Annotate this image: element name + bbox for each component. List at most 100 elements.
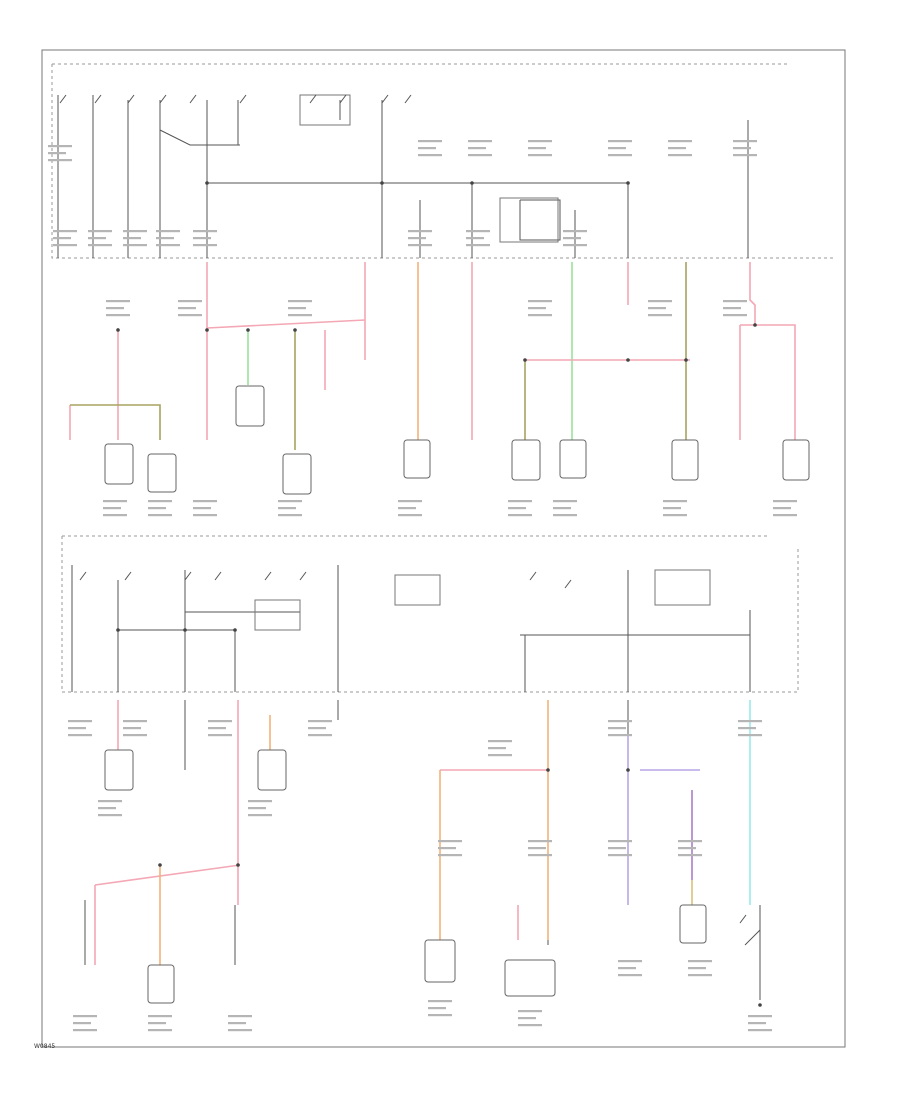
splice-dot xyxy=(116,628,120,632)
label-text-mark xyxy=(53,244,77,247)
label-text-mark xyxy=(563,244,587,247)
component-block xyxy=(147,964,175,1004)
label-text-mark xyxy=(88,244,112,247)
switch-contact xyxy=(381,94,389,104)
label-text-mark xyxy=(208,727,226,730)
splice-dot xyxy=(626,768,630,772)
label-text-mark xyxy=(678,854,702,857)
label-text-mark xyxy=(608,154,632,157)
label-text-mark xyxy=(123,230,147,233)
label-text-mark xyxy=(228,1029,252,1032)
lower-fuse-box-outline xyxy=(61,536,799,693)
label-text-mark xyxy=(663,514,687,517)
label-text-mark xyxy=(53,230,77,233)
bus-wire xyxy=(207,182,629,258)
label-text-mark xyxy=(528,847,546,850)
label-text-mark xyxy=(68,720,92,723)
switch-contact xyxy=(264,571,272,581)
label-text-mark xyxy=(248,807,266,810)
label-text-mark xyxy=(528,307,546,310)
label-text-mark xyxy=(678,840,702,843)
label-text-mark xyxy=(288,300,312,303)
label-text-mark xyxy=(178,314,202,317)
label-text-mark xyxy=(278,500,302,503)
pink-wire xyxy=(740,324,796,440)
label-text-mark xyxy=(668,140,692,143)
label-text-mark xyxy=(308,734,332,737)
label-text-mark xyxy=(738,720,762,723)
colored-wire-runs xyxy=(69,262,796,965)
component-block xyxy=(511,439,541,481)
label-text-mark xyxy=(468,140,492,143)
switch-contact xyxy=(299,571,307,581)
splice-dot xyxy=(205,328,209,332)
splice-dot xyxy=(758,1003,762,1007)
label-text-mark xyxy=(733,154,757,157)
label-text-mark xyxy=(248,814,272,817)
component-block xyxy=(671,439,699,481)
label-text-mark xyxy=(723,300,747,303)
label-text-mark xyxy=(466,237,484,240)
component-block xyxy=(679,904,707,944)
label-text-mark xyxy=(106,307,124,310)
switch-contact xyxy=(159,94,167,104)
label-text-mark xyxy=(278,514,302,517)
label-text-mark xyxy=(193,244,217,247)
label-text-mark xyxy=(528,147,546,150)
label-text-mark xyxy=(608,847,626,850)
label-text-mark xyxy=(228,1015,252,1018)
label-text-mark xyxy=(418,147,436,150)
splice-dot xyxy=(116,328,120,332)
label-text-mark xyxy=(106,300,130,303)
label-text-mark xyxy=(428,1014,452,1017)
label-text-mark xyxy=(103,500,127,503)
splice-dot xyxy=(246,328,250,332)
label-text-mark xyxy=(88,230,112,233)
component-block xyxy=(782,439,810,481)
label-text-mark xyxy=(748,1022,766,1025)
component-block xyxy=(424,939,456,983)
bus-wire xyxy=(159,129,240,146)
switch-contact xyxy=(184,571,192,581)
olive-wire xyxy=(70,404,161,440)
label-text-mark xyxy=(508,514,532,517)
label-text-mark xyxy=(98,807,116,810)
splice-dot xyxy=(205,181,209,185)
label-text-mark xyxy=(528,154,552,157)
splice-dot xyxy=(183,628,187,632)
label-text-mark xyxy=(518,1017,536,1020)
label-text-mark xyxy=(178,300,202,303)
label-text-mark xyxy=(408,244,432,247)
splice-dot xyxy=(293,328,297,332)
label-text-mark xyxy=(648,314,672,317)
label-text-mark xyxy=(288,307,306,310)
label-text-mark xyxy=(468,147,486,150)
diagram-frame xyxy=(41,49,846,1048)
label-text-mark xyxy=(418,154,442,157)
label-text-mark xyxy=(248,800,272,803)
label-text-mark xyxy=(148,1029,172,1032)
label-text-mark xyxy=(518,1010,542,1013)
splice-dot xyxy=(233,628,237,632)
label-text-mark xyxy=(773,507,791,510)
label-text-mark xyxy=(428,1000,452,1003)
label-text-mark xyxy=(608,840,632,843)
component-block xyxy=(235,385,265,427)
label-text-mark xyxy=(608,734,632,737)
label-text-mark xyxy=(466,244,490,247)
label-text-mark xyxy=(308,727,326,730)
label-text-mark xyxy=(98,814,122,817)
splice-dot xyxy=(753,323,757,327)
label-text-mark xyxy=(518,1024,542,1027)
label-text-mark xyxy=(528,840,552,843)
label-text-mark xyxy=(563,237,581,240)
label-text-mark xyxy=(98,800,122,803)
relay-box xyxy=(254,599,301,631)
label-text-mark xyxy=(508,507,526,510)
pink-wire xyxy=(206,319,366,329)
label-text-mark xyxy=(648,300,672,303)
branch-wire xyxy=(744,929,761,946)
switch-contact xyxy=(124,571,132,581)
label-text-mark xyxy=(678,847,696,850)
